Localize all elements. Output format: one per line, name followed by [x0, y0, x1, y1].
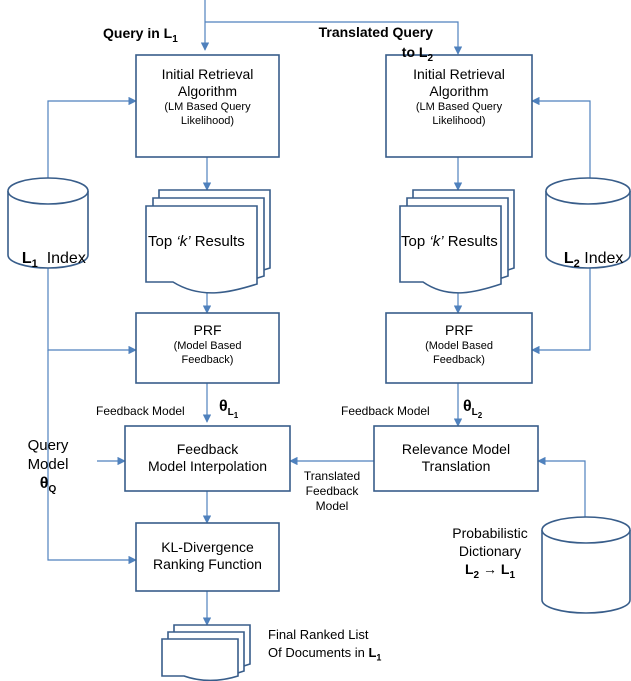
left-prf-box	[135, 312, 280, 384]
left-feedback-model-label: Feedback Model	[96, 404, 185, 418]
right-feedback-model-label: Feedback Model	[341, 404, 430, 418]
relevance-translation-box	[373, 425, 539, 492]
left-results-stack	[145, 189, 271, 294]
translated-query-label: Translated Query to L2	[318, 24, 433, 64]
left-theta-label: θL1	[219, 398, 239, 421]
right-prf-text: PRF (Model Based Feedback)	[425, 322, 493, 366]
right-results-label: Top ‘k’ Results	[401, 233, 498, 250]
translated-query-arrow	[205, 21, 463, 55]
final-list-stack	[161, 624, 251, 681]
final-list-label: Final Ranked List Of Documents in L1	[268, 627, 382, 663]
left-index-to-retrieval-arrow	[47, 96, 137, 178]
left-index-cylinder	[7, 177, 89, 269]
right-index-cylinder	[545, 177, 631, 269]
dictionary-label: Probabilistic Dictionary L2 → L1	[452, 525, 528, 581]
left-index-label: L1 Index	[21, 250, 86, 271]
kl-ranking-box	[135, 522, 280, 592]
right-index-to-retrieval-arrow	[531, 96, 591, 178]
query-in-label: Query in L1	[103, 25, 178, 45]
right-index-to-prf-arrow	[531, 263, 591, 355]
right-index-label: L2 Index	[563, 250, 624, 271]
query-model-label: Query Model θQ	[27, 437, 69, 496]
translated-feedback-label: Translated Feedback Model	[303, 469, 361, 513]
right-results-stack	[399, 189, 515, 294]
left-index-to-kl-arrow	[47, 350, 137, 565]
dictionary-cylinder	[541, 516, 631, 614]
kl-ranking-text: KL-Divergence Ranking Function	[153, 539, 262, 572]
right-retrieval-text: Initial Retrieval Algorithm (LM Based Qu…	[413, 66, 505, 127]
left-retrieval-box	[135, 54, 280, 158]
interpolation-text: Feedback Model Interpolation	[147, 441, 268, 474]
left-index-to-prf-arrow	[47, 263, 137, 355]
right-retrieval-box	[385, 54, 533, 158]
right-prf-box	[385, 312, 533, 384]
right-theta-label: θL2	[463, 398, 483, 421]
dictionary-to-relevance-arrow	[537, 456, 586, 522]
left-results-label: Top ‘k’ Results	[148, 233, 245, 250]
left-prf-text: PRF (Model Based Feedback)	[173, 322, 242, 366]
left-retrieval-text: Initial Retrieval Algorithm (LM Based Qu…	[161, 66, 254, 127]
interpolation-box	[124, 425, 291, 492]
relevance-translation-text: Relevance Model Translation	[401, 441, 511, 474]
